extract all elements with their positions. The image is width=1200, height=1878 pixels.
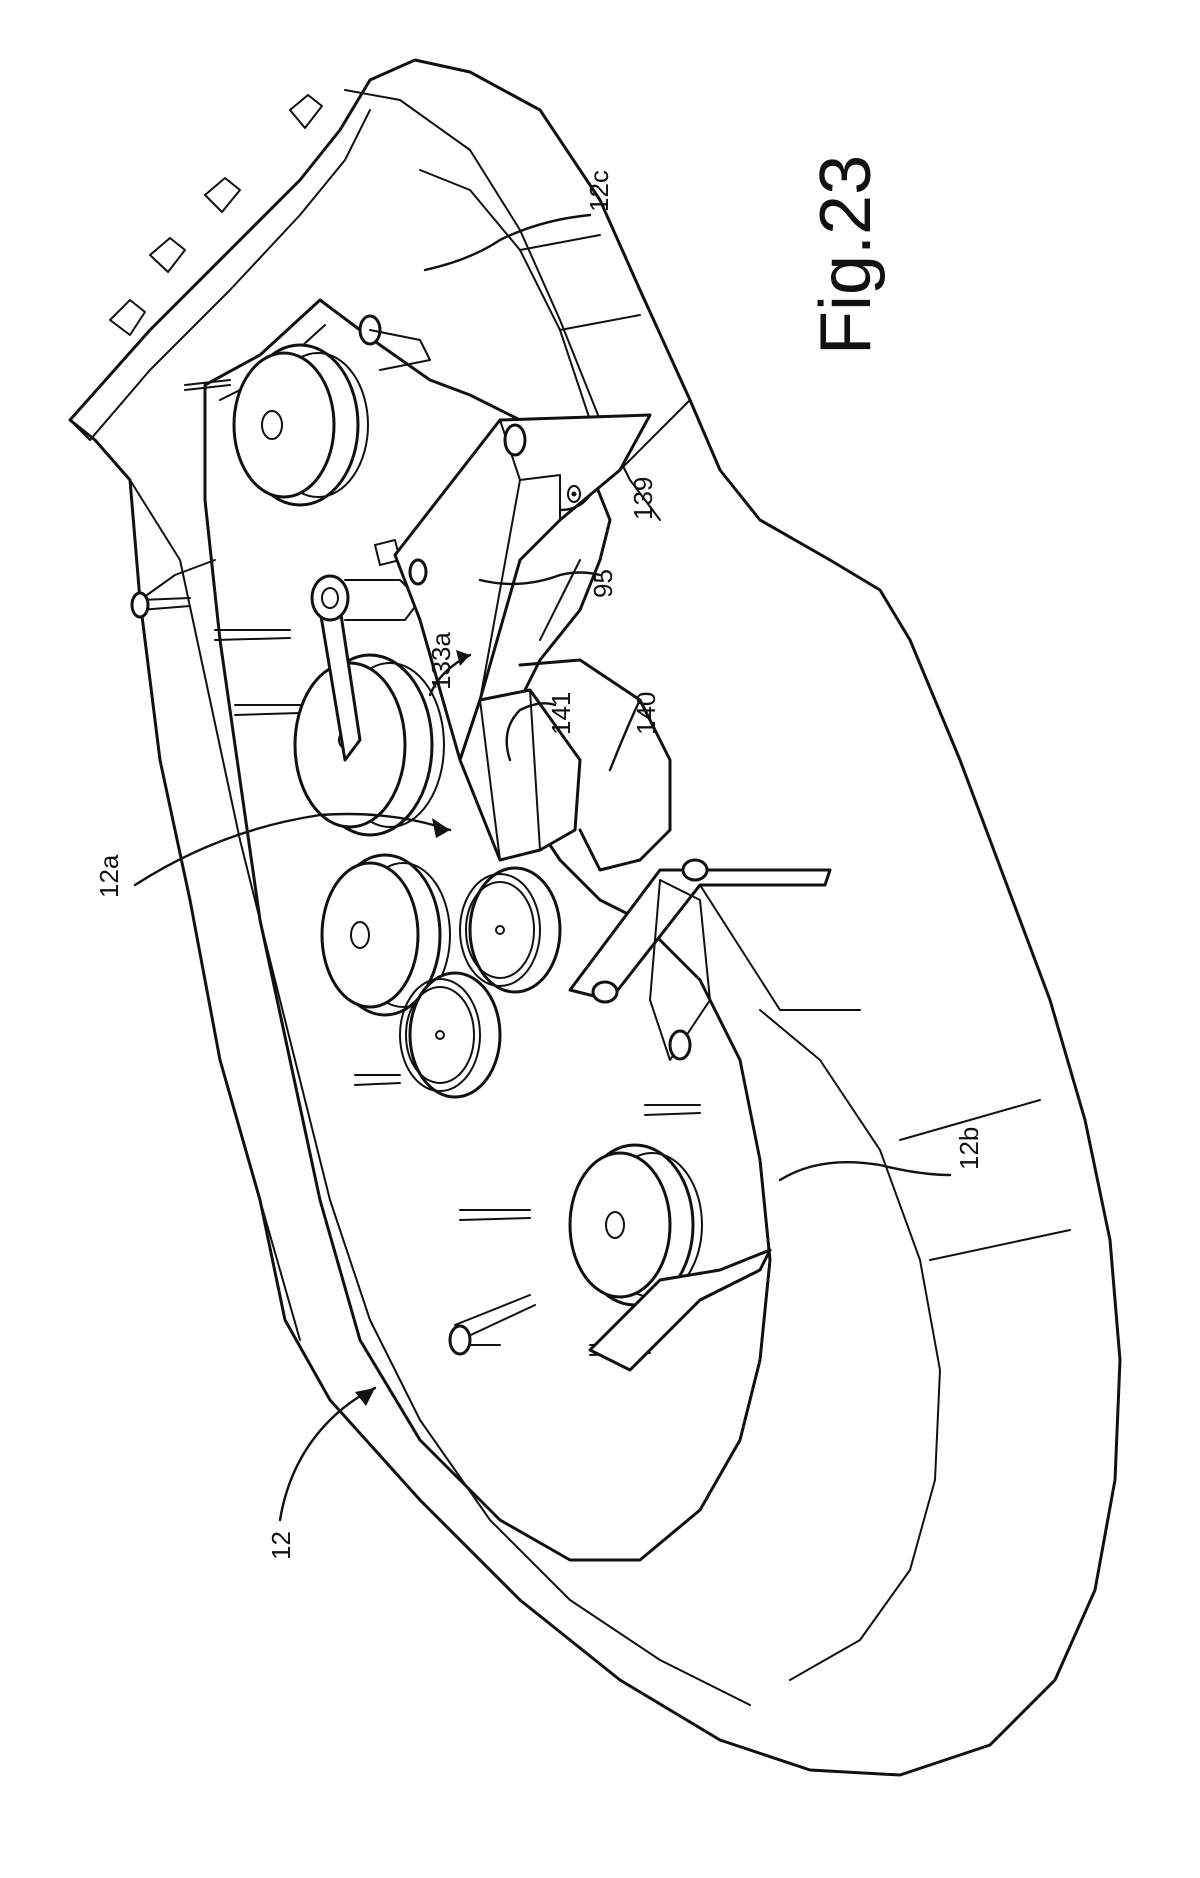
left-lug	[130, 314, 692, 1356]
label-140: 140	[631, 692, 661, 735]
label-141: 141	[546, 692, 576, 735]
label-12a: 12a	[94, 854, 124, 898]
figure-caption: Fig.23	[806, 155, 886, 355]
right-bracket	[568, 858, 861, 1061]
pulley-center	[320, 853, 451, 1017]
pulley-lower-idler	[399, 971, 502, 1099]
label-12c: 12c	[584, 170, 614, 212]
pulley-idler-arm	[293, 653, 445, 837]
pulley-bottom-right	[568, 1143, 703, 1307]
label-12b: 12b	[954, 1127, 984, 1170]
label-133a: 133a	[426, 632, 456, 690]
bottom-bracket	[588, 1248, 772, 1372]
leader-lines	[133, 213, 952, 1522]
pulley-top-left	[232, 343, 369, 507]
discharge-chute	[458, 688, 582, 862]
label-12: 12	[266, 1531, 296, 1560]
bracket-95	[393, 413, 652, 762]
pulley-upper-idler	[459, 866, 562, 994]
label-139: 139	[628, 477, 658, 520]
deck-housing	[68, 58, 1122, 1777]
label-95: 95	[588, 569, 618, 598]
